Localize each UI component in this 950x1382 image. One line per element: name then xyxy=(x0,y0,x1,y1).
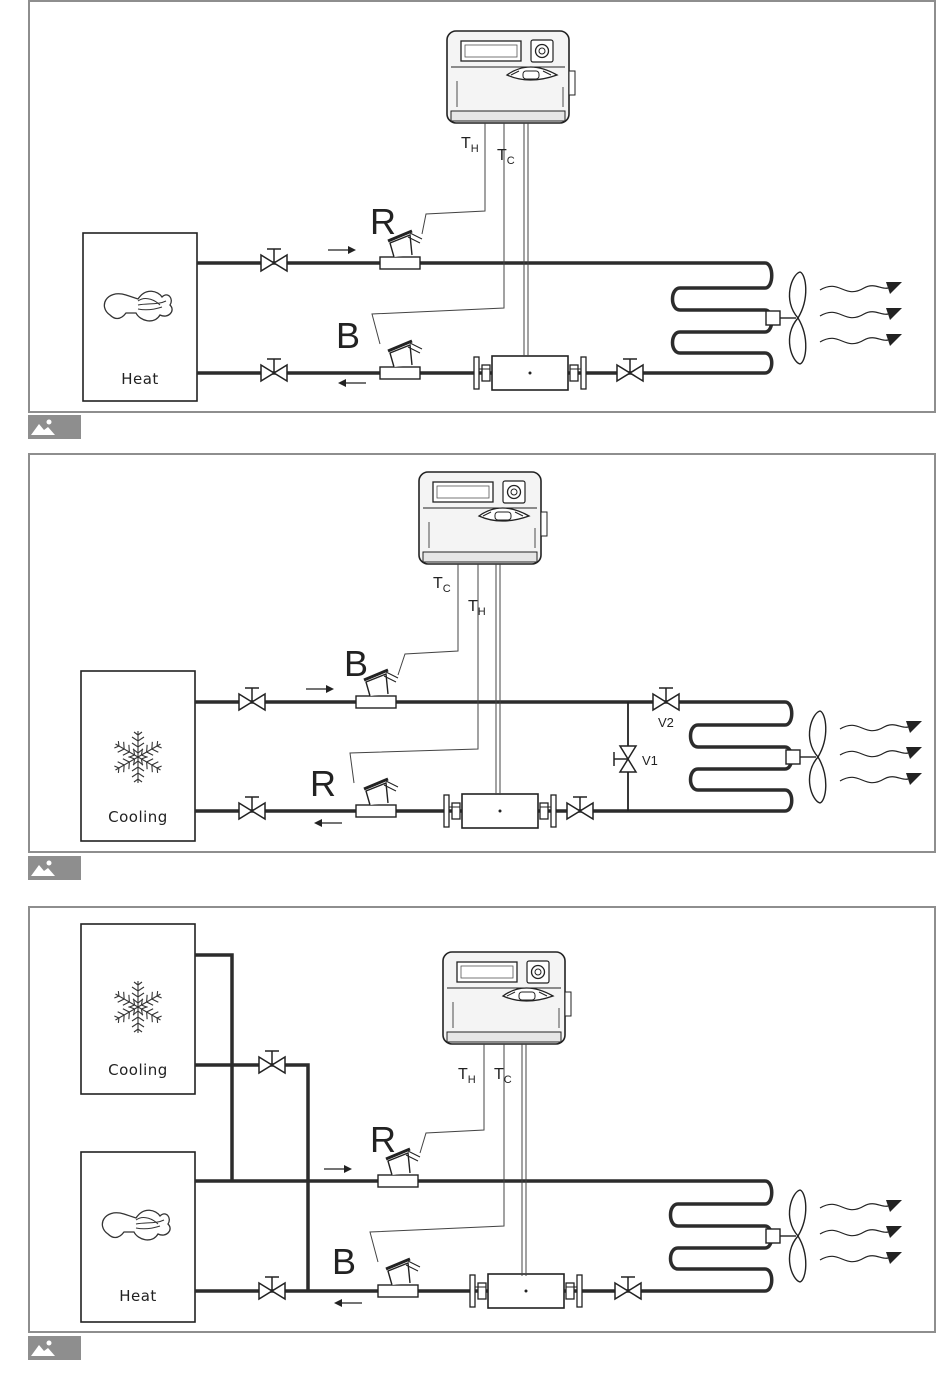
cooling-source-label: Cooling xyxy=(108,808,168,826)
heat-source-label: Heat xyxy=(121,370,159,388)
return-sensor xyxy=(378,1259,420,1297)
valve-icon xyxy=(239,688,265,710)
arrow-icon xyxy=(314,819,342,827)
image-tag xyxy=(28,415,81,439)
valve-v1-icon xyxy=(614,746,636,772)
valve-icon xyxy=(261,359,287,381)
arrow-icon xyxy=(324,1165,352,1173)
combined-circuit-diagram: Cooling Heat R B TH TC xyxy=(30,908,938,1335)
heat-exchanger-coil xyxy=(673,263,772,373)
tc-label: TC xyxy=(433,575,451,595)
valve-icon xyxy=(617,359,643,381)
heat-meter-controller xyxy=(419,472,547,564)
return-sensor xyxy=(380,341,422,379)
valve-icon xyxy=(259,1277,285,1299)
fan-icon xyxy=(786,711,922,803)
valve-v1-label: V1 xyxy=(642,753,658,768)
heat-exchanger-coil xyxy=(690,702,792,811)
th-label: TH xyxy=(458,1066,476,1086)
heat-meter-controller xyxy=(447,31,575,123)
image-tag xyxy=(28,1336,81,1360)
valve-icon xyxy=(239,797,265,819)
th-label: TH xyxy=(461,135,479,155)
cooling-source-label: Cooling xyxy=(108,1061,168,1079)
tc-label: TC xyxy=(494,1066,512,1086)
valve-icon xyxy=(567,797,593,819)
sensor-r-label: R xyxy=(370,1119,396,1160)
diagram-panel-heating: Heat R B TH TC xyxy=(28,0,936,413)
heat-source-label: Heat xyxy=(119,1287,157,1305)
sensor-r-label: R xyxy=(310,763,336,804)
cooling-circuit-diagram: Cooling V2 V1 B R TC TH xyxy=(30,455,938,855)
sensor-b-label: B xyxy=(344,643,368,684)
sensor-r-label: R xyxy=(370,201,396,242)
valve-icon xyxy=(261,249,287,271)
arrow-icon xyxy=(306,685,334,693)
arrow-icon xyxy=(334,1299,362,1307)
diagram-panel-cooling: Cooling V2 V1 B R TC TH xyxy=(28,453,936,853)
valve-v2-label: V2 xyxy=(658,715,674,730)
diagram-panel-combined: Cooling Heat R B TH TC xyxy=(28,906,936,1333)
heat-exchanger-coil xyxy=(671,1181,772,1291)
sensor-b-label: B xyxy=(332,1241,356,1282)
image-tag xyxy=(28,856,81,880)
image-icon xyxy=(28,856,81,880)
fan-icon xyxy=(766,1190,902,1282)
image-icon xyxy=(28,1336,81,1360)
tc-label: TC xyxy=(497,147,515,167)
sensor-b-label: B xyxy=(336,315,360,356)
heat-meter-controller xyxy=(443,952,571,1044)
valve-icon xyxy=(259,1051,285,1073)
fan-icon xyxy=(766,272,902,364)
return-sensor xyxy=(356,779,398,817)
image-icon xyxy=(28,415,81,439)
th-label: TH xyxy=(468,598,486,618)
valve-icon xyxy=(615,1277,641,1299)
valve-v2-icon xyxy=(653,688,679,710)
heating-circuit-diagram: Heat R B TH TC xyxy=(30,2,938,415)
arrow-icon xyxy=(328,246,356,254)
arrow-icon xyxy=(338,379,366,387)
